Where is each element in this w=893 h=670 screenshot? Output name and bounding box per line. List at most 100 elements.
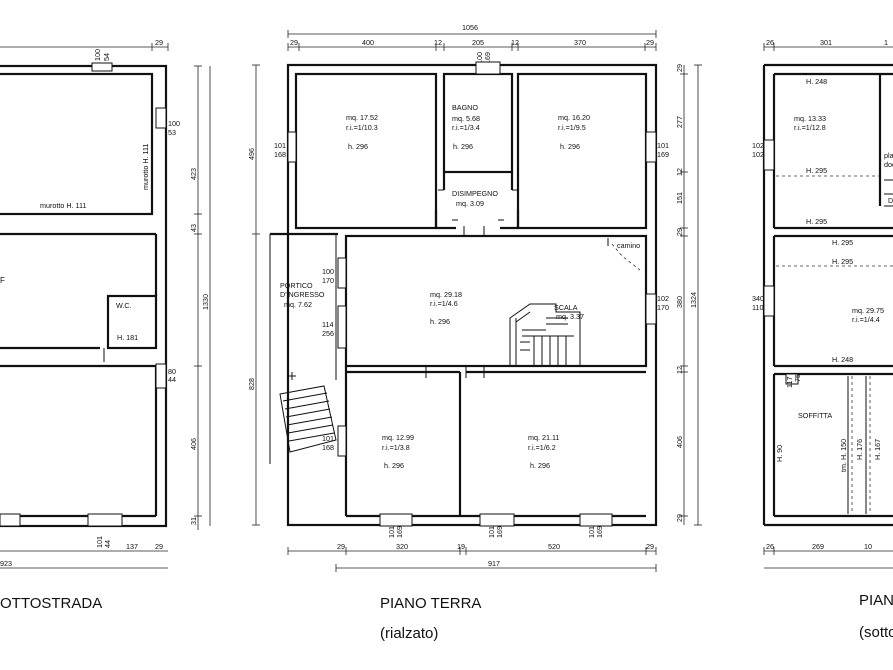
window xyxy=(0,513,21,527)
window xyxy=(91,62,113,72)
dim-bottom-overall: 923 xyxy=(0,559,12,568)
room-area: mq. 12.99 xyxy=(382,433,414,442)
window-label: 101 xyxy=(487,526,496,538)
room-ri: r.i.=1/12.8 xyxy=(794,123,826,132)
window-label: 169 xyxy=(595,526,604,538)
window-label: 102 xyxy=(657,294,669,303)
dim-right: 12 xyxy=(675,366,684,374)
dim-right: 12 xyxy=(675,168,684,176)
plan-piano-terra: 1056 29 400 12 205 12 370 29 100 169 xyxy=(247,23,702,572)
window-label: 101 xyxy=(587,526,596,538)
room-name: BAGNO xyxy=(452,103,478,112)
dim-bottom: 137 xyxy=(126,542,138,551)
dim-top: 26 xyxy=(766,38,774,47)
window xyxy=(337,425,347,457)
window-label: 101 xyxy=(387,526,396,538)
window-label: 101 xyxy=(274,141,286,150)
window xyxy=(785,373,799,385)
height-label: H. 167 xyxy=(873,439,882,460)
window xyxy=(287,131,297,163)
window xyxy=(763,285,775,317)
window-label: 101 xyxy=(322,434,334,443)
room-ri: r.i.=1/4.4 xyxy=(852,315,880,324)
window-label: 168 xyxy=(322,443,334,452)
window xyxy=(379,513,413,527)
window-label: 75 xyxy=(793,374,802,382)
dim-top-1: 100 xyxy=(93,49,102,61)
room-height: h. 296 xyxy=(560,142,580,151)
window xyxy=(479,513,515,527)
dim-bottom: 29 xyxy=(646,542,654,551)
dim-left: 496 xyxy=(247,148,256,160)
window-label: 102 xyxy=(752,150,764,159)
window-label: 256 xyxy=(322,329,334,338)
window xyxy=(337,305,347,349)
dim-top: 12 xyxy=(434,38,442,47)
dim-right: 151 xyxy=(675,192,684,204)
dim-right: 29 xyxy=(675,228,684,236)
wc-height: H. 181 xyxy=(117,333,138,342)
dim-top: 29 xyxy=(290,38,298,47)
room-area: mq. 3.37 xyxy=(556,312,584,321)
window-label: 102 xyxy=(752,141,764,150)
height-label: H. 295 xyxy=(806,166,827,175)
height-label: tm. H. 150 xyxy=(839,439,848,472)
plan-subtitle-center: (rialzato) xyxy=(380,625,439,642)
dim-top: 1 xyxy=(884,38,888,47)
room-ri: r.i.=1/4.6 xyxy=(430,299,458,308)
height-label: H. 248 xyxy=(806,77,827,86)
height-label: H. 295 xyxy=(832,257,853,266)
dim-bottom: 29 xyxy=(155,542,163,551)
dim-bottom: 19 xyxy=(457,542,465,551)
room-height: h. 296 xyxy=(530,461,550,470)
room-area: mq. 21.11 xyxy=(528,433,559,442)
camino-label: camino xyxy=(617,241,640,250)
plan-title-right: PIAN xyxy=(859,592,893,609)
room-area: mq. 17.52 xyxy=(346,113,378,122)
entrance-stairs xyxy=(279,372,337,453)
window xyxy=(763,139,775,171)
room-ri: r.i.=1/10.3 xyxy=(346,123,378,132)
window xyxy=(155,363,167,389)
room-area: mq. 13.33 xyxy=(794,114,826,123)
window-label: 100 xyxy=(168,119,180,128)
height-label: H. 295 xyxy=(806,217,827,226)
dim-top: 12 xyxy=(511,38,519,47)
window-label: 53 xyxy=(168,128,176,137)
dim-bottom: 269 xyxy=(812,542,824,551)
dim-bottom: 320 xyxy=(396,542,408,551)
window-label: 100 xyxy=(322,267,334,276)
dim-right: 29 xyxy=(675,514,684,522)
dim-right: 277 xyxy=(675,116,684,128)
window-top-label: 169 xyxy=(483,52,492,64)
dim-bottom: 29 xyxy=(337,542,345,551)
room-name: D xyxy=(888,196,893,205)
window xyxy=(155,107,167,129)
dim-right: 423 xyxy=(189,168,198,180)
room-ri: r.i.=1/9.5 xyxy=(558,123,586,132)
room-name: D'INGRESSO xyxy=(280,290,325,299)
window-label: 80 xyxy=(168,367,176,376)
room-area: mq. 16.20 xyxy=(558,113,590,122)
room-name: SOFFITTA xyxy=(798,411,832,420)
dim-left: 828 xyxy=(247,378,256,390)
room-height: h. 296 xyxy=(430,317,450,326)
plan-subtitle-right: (sotto xyxy=(859,624,893,641)
room-height: h. 296 xyxy=(348,142,368,151)
murotto-side-label: murotto H. 111 xyxy=(141,144,150,190)
window-label: 117 xyxy=(785,377,794,388)
internal-stair xyxy=(509,303,581,366)
dim-right: 380 xyxy=(675,296,684,308)
room-name: pla xyxy=(884,151,893,160)
height-label: H. 295 xyxy=(832,238,853,247)
plan-sottotetto: 26 301 1 102 102 340 110 117 xyxy=(752,38,893,569)
dim-right: 406 xyxy=(189,438,198,450)
dim-top: 400 xyxy=(362,38,374,47)
dim-top: 205 xyxy=(472,38,484,47)
window xyxy=(337,257,347,289)
window xyxy=(645,293,657,325)
dim-top: 370 xyxy=(574,38,586,47)
window-label: 340 xyxy=(752,294,764,303)
dim-bottom: 520 xyxy=(548,542,560,551)
